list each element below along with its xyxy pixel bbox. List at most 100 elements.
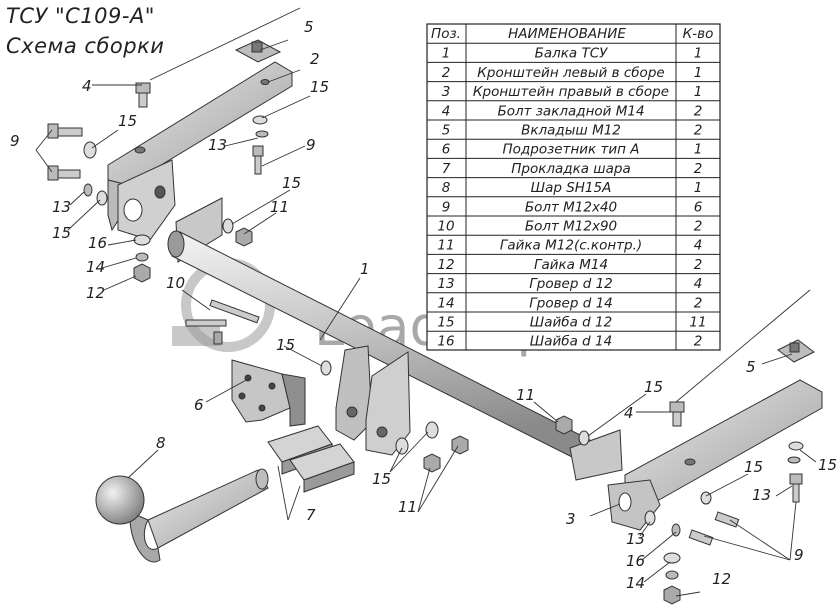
main-beam <box>167 197 623 481</box>
table-cell-pos: 8 <box>442 180 451 196</box>
table-cell-name: Гайка М12(с.контр.) <box>500 238 642 254</box>
table-row: 7 Прокладка шара 2 <box>442 161 703 177</box>
table-cell-pos: 2 <box>442 65 451 81</box>
table-cell-name: Кронштейн левый в сборе <box>477 65 664 81</box>
table-cell-qty: 1 <box>694 65 703 81</box>
callout-9: 9 <box>306 136 316 154</box>
right-bracket <box>607 379 823 531</box>
callout-15: 15 <box>372 470 391 488</box>
table-cell-name: Прокладка шара <box>511 161 631 177</box>
table-cell-name: Болт М12х90 <box>525 219 617 235</box>
table-cell-qty: 2 <box>694 103 703 119</box>
callout-16: 16 <box>626 552 645 570</box>
table-cell-pos: 6 <box>442 142 451 158</box>
table-cell-name: Болт М12х40 <box>525 199 617 215</box>
callout-numbers: 4 5 2 15 9 15 13 9 13 15 15 11 16 14 12 … <box>10 18 837 592</box>
callout-15: 15 <box>276 336 295 354</box>
table-cell-pos: 5 <box>442 123 451 139</box>
table-cell-name: Балка ТСУ <box>535 46 609 62</box>
callout-5-left: 5 <box>304 18 314 36</box>
table-cell-pos: 3 <box>442 84 451 100</box>
table-cell-pos: 7 <box>442 161 451 177</box>
table-cell-pos: 4 <box>442 103 451 119</box>
callout-12: 12 <box>712 570 731 588</box>
callout-11: 11 <box>270 198 289 216</box>
table-cell-pos: 1 <box>442 46 451 62</box>
table-cell-qty: 2 <box>694 123 703 139</box>
callout-10: 10 <box>166 274 185 292</box>
table-cell-qty: 2 <box>694 219 703 235</box>
callout-3: 3 <box>566 510 576 528</box>
callout-7: 7 <box>306 506 316 524</box>
callout-15: 15 <box>744 458 763 476</box>
callout-15: 15 <box>644 378 663 396</box>
table-cell-qty: 2 <box>694 257 703 273</box>
callout-11: 11 <box>398 498 417 516</box>
insert-right <box>777 339 815 363</box>
table-cell-pos: 9 <box>442 199 451 215</box>
table-cell-name: Гровер d 14 <box>529 295 613 311</box>
table-row: 11 Гайка М12(с.контр.) 4 <box>437 238 702 254</box>
table-cell-pos: 14 <box>437 295 454 311</box>
callout-1: 1 <box>360 260 370 278</box>
callout-13: 13 <box>752 486 771 504</box>
table-cell-name: Гровер d 12 <box>529 276 613 292</box>
callout-5-right: 5 <box>746 358 756 376</box>
table-row: 9 Болт М12х40 6 <box>442 199 703 215</box>
table-cell-pos: 13 <box>437 276 454 292</box>
callout-13: 13 <box>626 530 645 548</box>
table-cell-qty: 11 <box>689 315 706 331</box>
table-cell-qty: 4 <box>694 238 703 254</box>
callout-13: 13 <box>52 198 71 216</box>
callout-12: 12 <box>86 284 105 302</box>
table-cell-pos: 15 <box>437 315 454 331</box>
callout-9: 9 <box>794 546 804 564</box>
table-cell-qty: 6 <box>694 199 703 215</box>
callout-4-right: 4 <box>624 404 634 422</box>
table-row: 5 Вкладыш М12 2 <box>442 123 703 139</box>
leader-lines <box>35 7 817 597</box>
table-cell-name: Болт закладной М14 <box>497 103 644 119</box>
callout-15: 15 <box>282 174 301 192</box>
callout-15: 15 <box>310 78 329 96</box>
socket-plate <box>231 359 306 427</box>
callout-13: 13 <box>208 136 227 154</box>
callout-4-left: 4 <box>82 77 92 95</box>
table-row: 4 Болт закладной М14 2 <box>442 103 703 119</box>
table-row: 2 Кронштейн левый в сборе 1 <box>442 65 703 81</box>
table-row: 15 Шайба d 12 11 <box>437 315 706 331</box>
table-cell-pos: 10 <box>437 219 454 235</box>
diagram-title: ТСУ "С109-А" <box>6 4 155 28</box>
callout-14: 14 <box>626 574 645 592</box>
insert-left <box>234 39 282 63</box>
left-bracket <box>107 61 293 241</box>
callout-2: 2 <box>310 50 320 68</box>
table-cell-qty: 2 <box>694 334 703 350</box>
table-cell-qty: 2 <box>694 161 703 177</box>
table-cell-pos: 11 <box>437 238 454 254</box>
callout-14: 14 <box>86 258 105 276</box>
table-cell-name: Вкладыш М12 <box>521 123 621 139</box>
header-name: НАИМЕНОВАНИЕ <box>508 26 626 42</box>
table-cell-name: Шайба d 12 <box>530 315 612 331</box>
callout-15: 15 <box>818 456 837 474</box>
callout-6: 6 <box>194 396 204 414</box>
callout-15: 15 <box>118 112 137 130</box>
table-cell-name: Подрозетник тип А <box>503 142 640 158</box>
table-cell-qty: 1 <box>694 180 703 196</box>
callout-15: 15 <box>52 224 71 242</box>
table-cell-name: Шар SH15A <box>531 180 612 196</box>
towball <box>95 468 269 563</box>
table-row: 8 Шар SH15A 1 <box>442 180 703 196</box>
diagram-subtitle: Схема сборки <box>6 34 165 58</box>
callout-11: 11 <box>516 386 535 404</box>
